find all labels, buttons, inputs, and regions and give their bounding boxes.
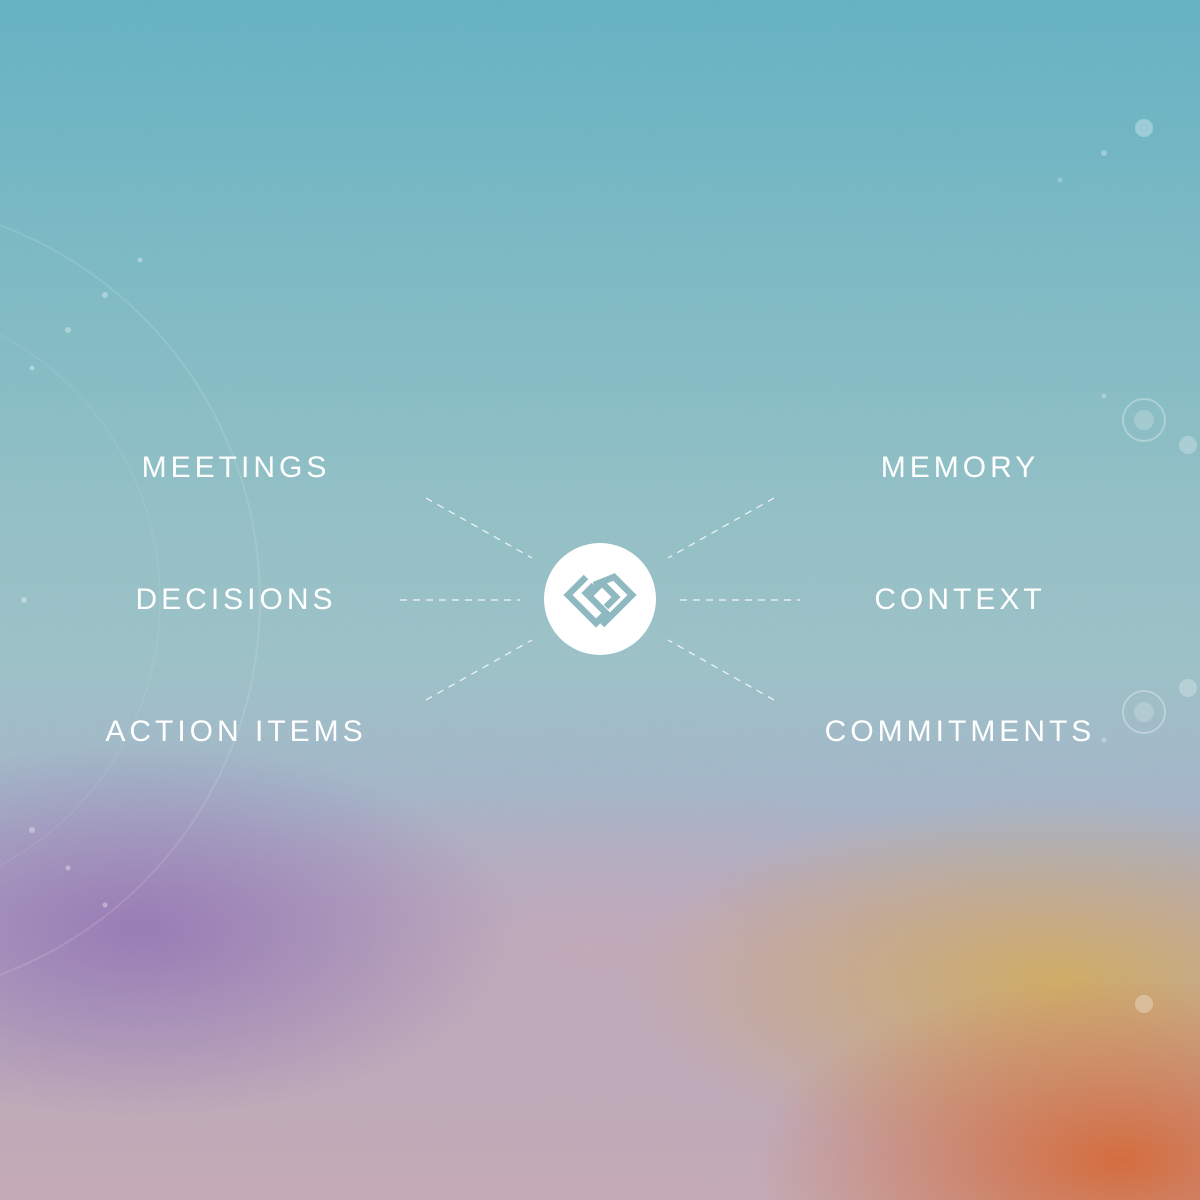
label-context: CONTEXT [874,583,1046,616]
brand-logo-icon [563,573,637,628]
hub-circle [544,543,656,655]
connector-meetings [425,497,533,559]
connector-commitments [667,639,775,701]
orbit-dots-right [1057,119,1197,1013]
connector-action-items [425,639,533,701]
label-commitments: COMMITMENTS [824,715,1096,748]
orbit-dots-left [21,257,143,908]
label-action-items: ACTION ITEMS [105,715,367,748]
label-decisions: DECISIONS [135,583,337,616]
label-meetings: MEETINGS [141,451,331,484]
orbit-ring-outer [0,224,261,976]
orbit-ring-inner [0,333,161,867]
connector-memory [667,497,775,559]
label-memory: MEMORY [880,451,1040,484]
